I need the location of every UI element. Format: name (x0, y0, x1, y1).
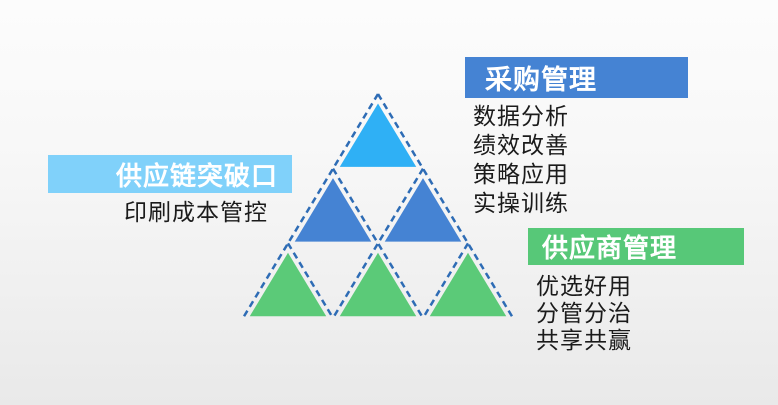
pyramid-triangle-top-level (339, 103, 417, 167)
supply-chain-breakthrough-items: 印刷成本管控 (48, 198, 292, 227)
pyramid-dashed-outline (331, 168, 425, 319)
pyramid-triangle-middle-level (384, 178, 462, 242)
callout-item: 数据分析 (473, 103, 569, 129)
pyramid-triangle-bottom-level (249, 252, 327, 317)
callout-item: 策略应用 (473, 161, 569, 187)
procurement-management-title: 采购管理 (465, 57, 688, 98)
callout-item: 优选好用 (536, 273, 632, 299)
callout-item: 印刷成本管控 (124, 199, 268, 225)
supplier-management-items: 优选好用分管分治共享共赢 (536, 273, 632, 354)
pyramid-triangle-middle-level (294, 178, 372, 242)
pyramid-dashed-outline (421, 242, 470, 319)
pyramid-triangle-bottom-level (339, 252, 417, 317)
callout-item: 绩效改善 (473, 132, 569, 158)
callout-item: 分管分治 (536, 300, 632, 326)
callout-item: 实操训练 (473, 190, 569, 216)
pyramid-dashed-outline (286, 242, 335, 319)
procurement-management-items: 数据分析绩效改善策略应用实操训练 (473, 102, 569, 218)
pyramid-triangle-bottom-level (429, 252, 507, 317)
supply-chain-breakthrough-title: 供应链突破口 (48, 155, 292, 193)
callout-item: 共享共赢 (536, 327, 632, 353)
supplier-management-title: 供应商管理 (528, 228, 744, 265)
pyramid-dashed-outline (331, 168, 425, 319)
